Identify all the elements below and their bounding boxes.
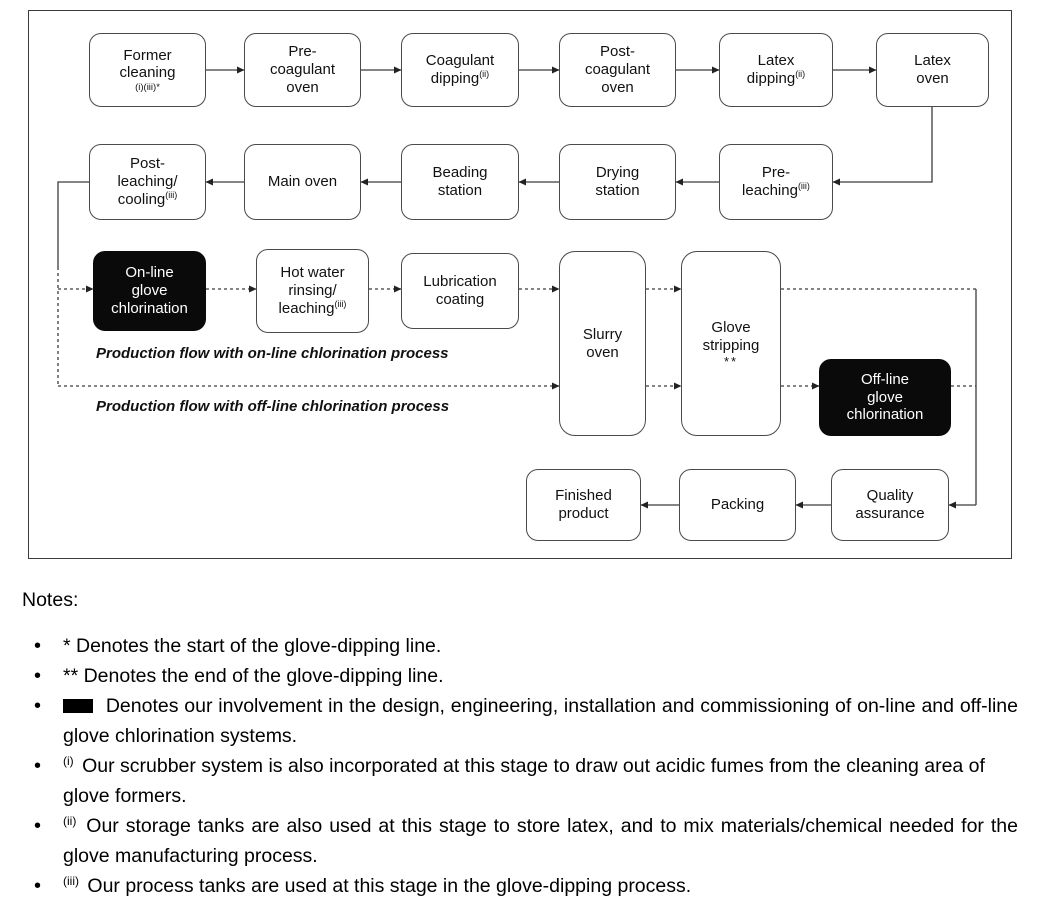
note-end-of-line: ** Denotes the end of the glove-dipping … xyxy=(22,661,1018,691)
node-superscript: (ii) xyxy=(795,69,806,79)
note-iii-process-tanks: (iii) Our process tanks are used at this… xyxy=(22,871,1018,901)
process-box-coagulant-dipping: Coagulant dipping(ii) xyxy=(401,33,519,107)
node-label: Post- leaching/ cooling xyxy=(117,155,178,208)
node-label: Main oven xyxy=(267,173,338,191)
node-label: Coagulant dipping xyxy=(425,52,495,87)
notes-heading: Notes: xyxy=(22,589,79,611)
node-label: Hot water rinsing/ leaching xyxy=(278,264,345,317)
node-label: Packing xyxy=(710,496,765,514)
process-box-online-glove-chlorination: On-line glove chlorination xyxy=(93,251,206,331)
process-box-quality-assurance: Quality assurance xyxy=(831,469,949,541)
node-superscript: ** xyxy=(723,353,739,369)
production-flow-diagram: Former cleaning (i)(iii)* Pre- coagulant… xyxy=(28,10,1012,559)
process-box-packing: Packing xyxy=(679,469,796,541)
black-box-glyph xyxy=(63,699,93,713)
process-box-latex-oven: Latex oven xyxy=(876,33,989,107)
process-box-pre-coagulant-oven: Pre- coagulant oven xyxy=(244,33,361,107)
process-box-slurry-oven: Slurry oven xyxy=(559,251,646,436)
process-box-glove-stripping: Glove stripping ** xyxy=(681,251,781,436)
note-superscript: (i) xyxy=(63,753,74,768)
process-box-main-oven: Main oven xyxy=(244,144,361,220)
node-label: Latex oven xyxy=(914,52,951,87)
node-label: Off-line glove chlorination xyxy=(846,370,924,424)
process-box-beading-station: Beading station xyxy=(401,144,519,220)
node-label: Slurry oven xyxy=(582,325,623,361)
node-label: Drying station xyxy=(595,164,640,199)
node-superscript: (iii) xyxy=(797,181,810,191)
process-box-drying-station: Drying station xyxy=(559,144,676,220)
node-label: Beading station xyxy=(432,164,488,199)
node-label: Post- coagulant oven xyxy=(584,43,651,96)
note-start-of-line: * Denotes the start of the glove-dipping… xyxy=(22,631,1018,661)
connector-lines xyxy=(57,66,977,509)
notes-list: * Denotes the start of the glove-dipping… xyxy=(22,631,1018,901)
note-superscript: (iii) xyxy=(63,873,79,888)
node-label: Glove stripping xyxy=(702,319,760,354)
note-ii-storage-tanks: (ii) Our storage tanks are also used at … xyxy=(22,811,1018,871)
node-label: Former cleaning xyxy=(119,46,176,82)
node-superscript: (iii) xyxy=(334,298,347,309)
node-label: Finished product xyxy=(555,487,612,522)
process-box-lubrication-coating: Lubrication coating xyxy=(401,253,519,329)
node-label: Quality assurance xyxy=(855,487,925,522)
process-box-post-leaching-cooling: Post- leaching/ cooling(iii) xyxy=(89,144,206,220)
note-i-scrubber: (i) Our scrubber system is also incorpor… xyxy=(22,751,1018,811)
process-box-latex-dipping: Latex dipping(ii) xyxy=(719,33,833,107)
node-label: Pre- coagulant oven xyxy=(269,43,336,96)
offline-flow-label: Production flow with off-line chlorinati… xyxy=(96,398,450,415)
node-label: Latex dipping xyxy=(746,52,796,87)
process-box-post-coagulant-oven: Post- coagulant oven xyxy=(559,33,676,107)
notes-section: Notes: * Denotes the start of the glove-… xyxy=(22,586,1018,901)
node-superscript: (i)(iii)* xyxy=(135,81,160,93)
note-superscript: (ii) xyxy=(63,813,77,828)
note-black-box: Denotes our involvement in the design, e… xyxy=(22,691,1018,751)
node-superscript: (iii) xyxy=(165,189,178,200)
online-flow-label: Production flow with on-line chlorinatio… xyxy=(96,345,449,362)
process-box-hot-water-rinsing-leaching: Hot water rinsing/ leaching(iii) xyxy=(256,249,369,333)
process-box-pre-leaching: Pre- leaching(iii) xyxy=(719,144,833,220)
process-box-offline-glove-chlorination: Off-line glove chlorination xyxy=(819,359,951,436)
process-box-finished-product: Finished product xyxy=(526,469,641,541)
process-box-former-cleaning: Former cleaning (i)(iii)* xyxy=(89,33,206,107)
node-label: On-line glove chlorination xyxy=(111,264,188,317)
node-superscript: (ii) xyxy=(479,69,490,79)
node-label: Lubrication coating xyxy=(423,273,497,308)
node-label: Pre- leaching xyxy=(742,164,798,199)
